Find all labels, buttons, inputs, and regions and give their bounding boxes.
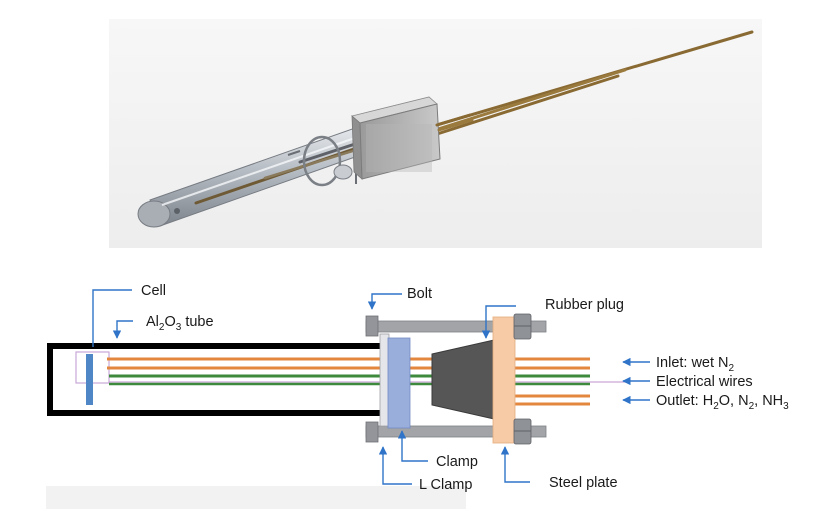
rubber-plug-pointer	[481, 305, 516, 339]
al2o3-tube-label: Al2O3 tube	[146, 314, 214, 333]
electrical-wires-label: Electrical wires	[656, 374, 753, 390]
bolt-head-bottom	[365, 421, 379, 443]
rubber-plug	[431, 339, 495, 420]
clamp-label: Clamp	[436, 454, 478, 470]
steel-plate-label: Steel plate	[549, 475, 618, 491]
clamp-pointer	[397, 430, 428, 462]
l-clamp-label: L Clamp	[419, 477, 472, 493]
schematic-bottom-shadow	[46, 486, 466, 509]
bolt-head-top	[365, 315, 379, 337]
render-wire-exits	[435, 113, 474, 132]
cell-label: Cell	[141, 283, 166, 299]
inlet-label: Inlet: wet N2	[656, 355, 735, 374]
cell	[86, 354, 93, 405]
outlet-label: Outlet: H2O, N2, NH3	[656, 393, 789, 412]
bolt-pointer	[367, 293, 402, 310]
cell-pointer	[92, 289, 132, 347]
rubber-plug-label: Rubber plug	[545, 297, 624, 313]
bolt-label: Bolt	[407, 286, 432, 302]
steel-plate	[492, 316, 516, 444]
schematic-view: Cell Al2O3 tube Bolt Rubber plug Inlet: …	[46, 258, 831, 509]
l-clamp-pointer	[378, 446, 412, 485]
al2o3-tube-pointer	[112, 320, 133, 339]
al2o3-tube-wall	[47, 343, 400, 416]
clamp	[387, 337, 411, 429]
render-steel-plate	[351, 96, 441, 180]
render-3d-view	[109, 19, 762, 248]
steel-plate-pointer	[500, 446, 530, 483]
render-clamp	[287, 135, 357, 187]
